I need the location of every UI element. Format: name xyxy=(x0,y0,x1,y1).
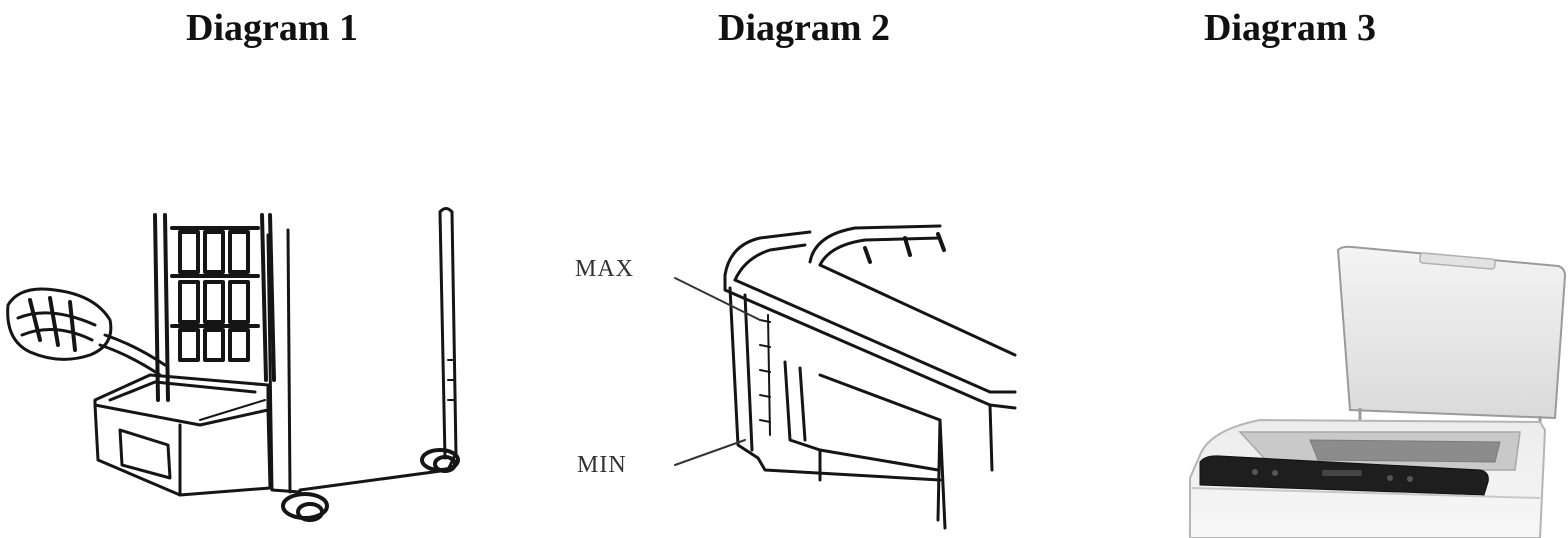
base-front-edge xyxy=(1191,487,1541,499)
cooling-pad-grid xyxy=(153,213,276,402)
min-leader-line xyxy=(674,439,746,466)
tank-wall xyxy=(728,286,994,482)
diagram-3-title: Diagram 3 xyxy=(1204,7,1377,49)
diagram-1-illustration xyxy=(6,207,460,522)
diagram-1-title: Diagram 1 xyxy=(186,7,359,49)
max-level-label: MAX xyxy=(575,256,635,282)
diagram-2-panel: Diagram 2 xyxy=(520,0,1060,538)
cooler-body xyxy=(266,207,458,494)
tank-compartment xyxy=(783,360,947,530)
diagram-1-panel: Diagram 1 xyxy=(0,0,520,538)
max-leader-line xyxy=(674,277,761,321)
diagram-3-illustration xyxy=(1189,245,1567,538)
min-level-label: MIN xyxy=(577,452,627,478)
diagram-3-panel: Diagram 3 xyxy=(1060,0,1568,538)
diagram-2-title: Diagram 2 xyxy=(718,7,891,49)
ice-pack xyxy=(6,287,167,377)
control-panel xyxy=(1199,455,1489,496)
diagram-2-illustration xyxy=(674,224,1017,530)
tank-rim xyxy=(723,224,1017,410)
open-lid xyxy=(1336,245,1567,428)
water-tank xyxy=(93,373,272,497)
wheels xyxy=(281,448,460,522)
